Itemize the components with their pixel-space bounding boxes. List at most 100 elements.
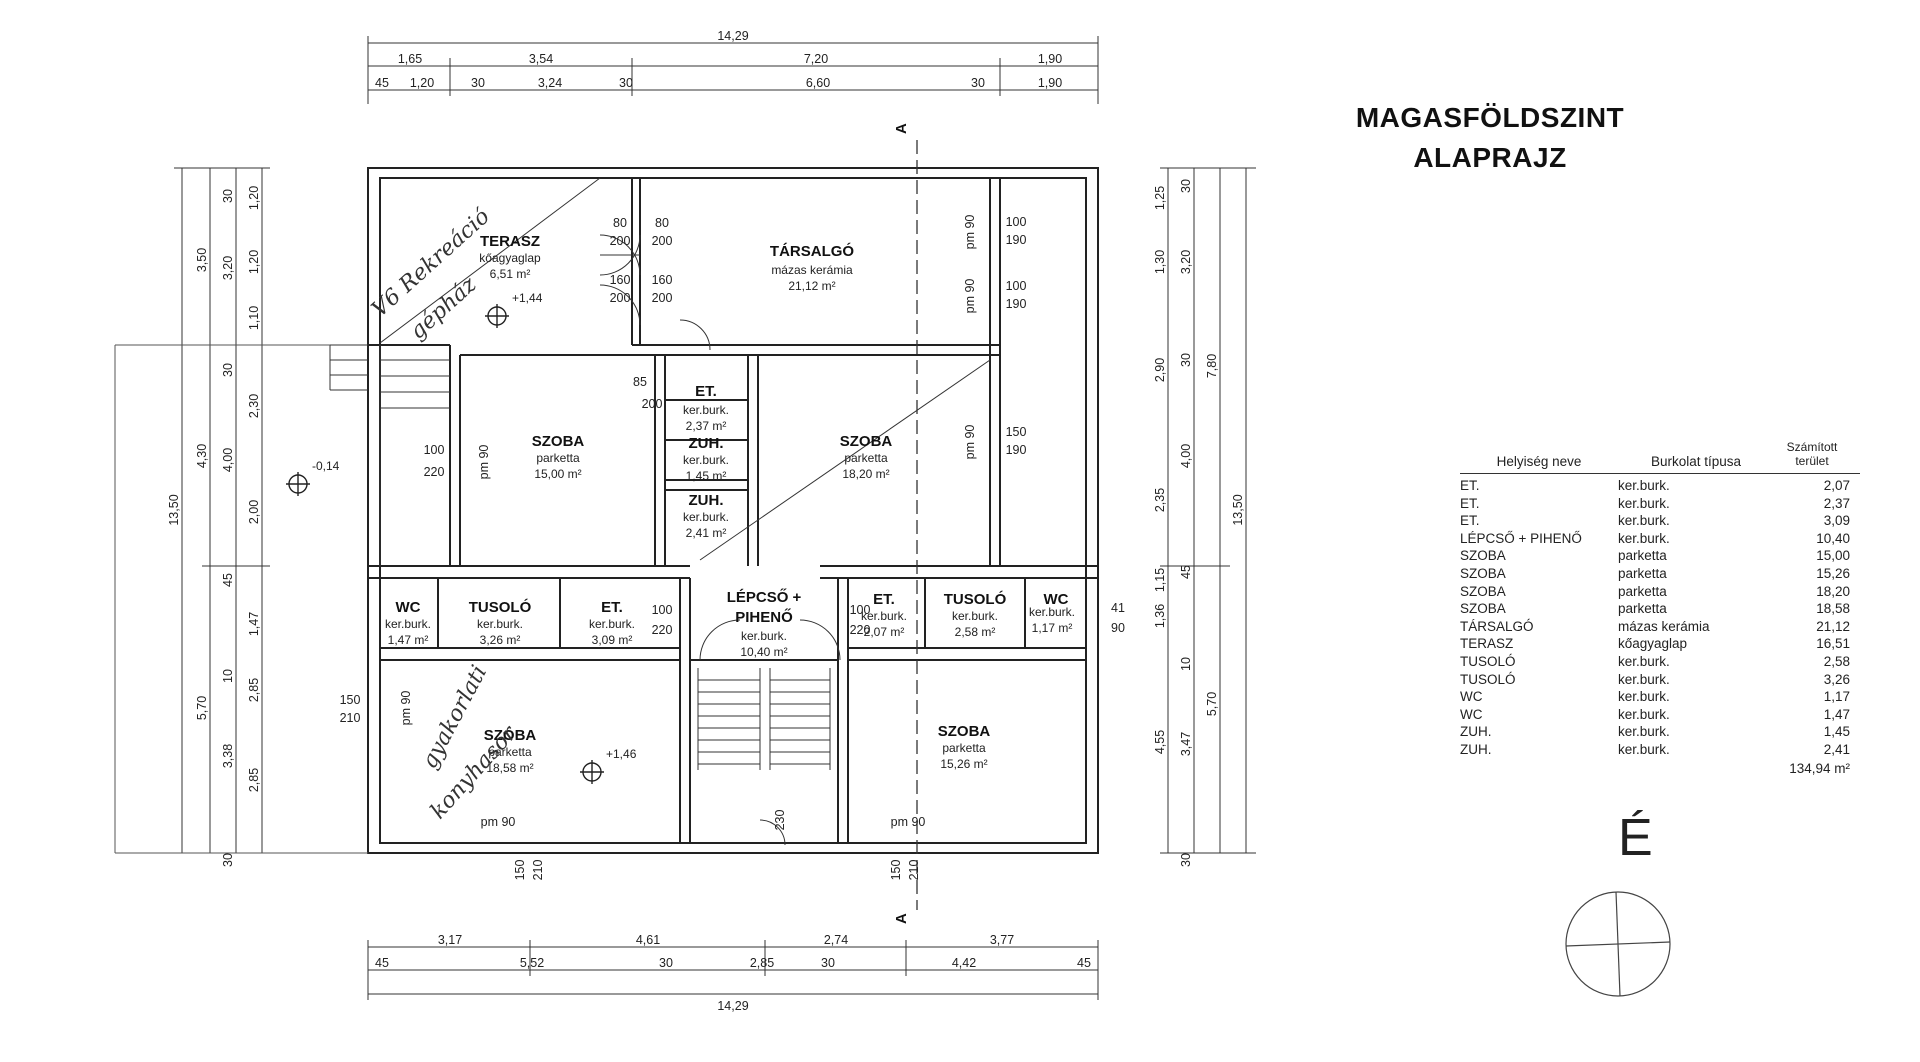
schedule-row: ZUH.ker.burk.1,45 (1460, 723, 1860, 741)
schedule-row: ET.ker.burk.2,07 (1460, 477, 1860, 495)
hatch-diagonals (379, 177, 991, 561)
opening-width: 150 (889, 860, 903, 881)
room-finish: ker.burk. (683, 453, 729, 467)
schedule-cell-area: 2,37 (1823, 495, 1850, 511)
room-name: ET. (601, 599, 623, 616)
room-name: ET. (873, 591, 895, 608)
dim-left-inner: 30 (221, 363, 235, 377)
schedule-cell-name: ZUH. (1460, 741, 1492, 757)
opening-height: 200 (610, 234, 631, 248)
schedule-cell-area: 2,07 (1823, 478, 1850, 493)
site-outline (114, 344, 368, 854)
dim-left-inner: 30 (221, 853, 235, 867)
handwritten-notes: V6 Rekreáció gépház gyakorlati konyhasor (367, 204, 522, 824)
schedule-cell-finish: parketta (1618, 601, 1667, 617)
schedule-cell-finish: ker.burk. (1618, 741, 1670, 757)
schedule-cell-name: ET. (1460, 478, 1480, 493)
schedule-row: ET.ker.burk.2,37 (1460, 495, 1860, 513)
parapet-labels: pm 90 pm 90 pm 90 pm 90 pm 90 pm 90 pm 9… (399, 215, 977, 829)
opening-width: 100 (1006, 279, 1027, 293)
room-finish: ker.burk. (741, 629, 787, 643)
dim-top-row3: 30 (971, 76, 985, 90)
dim-left-inner: 45 (221, 573, 235, 587)
dim-right-inner: 3,47 (1179, 732, 1193, 756)
schedule-cell-area: 1,17 (1823, 689, 1850, 705)
schedule-cell-finish: kőagyaglap (1618, 636, 1688, 652)
room-name: WC (396, 599, 421, 616)
dim-right-inner: 3,20 (1179, 250, 1193, 274)
room-finish: parketta (942, 741, 986, 755)
dim-bottom-row1: 2,74 (824, 933, 848, 947)
opening-height: 190 (1006, 443, 1027, 457)
room-area: 1,45 m² (686, 469, 727, 483)
pm-label: pm 90 (963, 215, 977, 250)
opening-width: 150 (1006, 425, 1027, 439)
schedule-cell-name: LÉPCSŐ + PIHENŐ (1460, 530, 1582, 546)
schedule-cell-name: SZOBA (1460, 548, 1506, 564)
room-name: WC (1044, 591, 1069, 608)
opening-labels: 80 200 80 200 160 200 160 200 100 190 10… (340, 215, 1125, 880)
door-swings (599, 234, 841, 846)
drawing-title-line-2: ALAPRAJZ (1413, 142, 1567, 173)
schedule-cell-name: ET. (1460, 495, 1480, 511)
room-name: SZOBA (532, 433, 585, 450)
level-ground: -0,14 (312, 459, 340, 473)
dim-bottom-row2: 45 (375, 956, 389, 970)
schedule-cell-finish: ker.burk. (1618, 513, 1670, 529)
dim-bottom-row2: 30 (821, 956, 835, 970)
room-labels: TERASZ kőagyaglap 6,51 m² TÁRSALGÓ mázas… (385, 233, 1075, 775)
dim-right-inner2: 1,30 (1153, 250, 1167, 274)
room-finish: ker.burk. (952, 609, 998, 623)
schedule-cell-area: 18,20 (1816, 583, 1850, 599)
opening-height: 210 (531, 860, 545, 881)
pm-label: pm 90 (399, 691, 413, 726)
room-finish: ker.burk. (683, 403, 729, 417)
opening-width: 100 (850, 603, 871, 617)
dim-left-inner: 3,38 (221, 744, 235, 768)
schedule-cell-name: SZOBA (1460, 583, 1506, 599)
schedule-cell-area: 18,58 (1816, 601, 1850, 617)
room-area: 15,00 m² (534, 467, 581, 481)
header-area: Számított terület (1786, 440, 1838, 468)
dim-top-row3: 6,60 (806, 76, 830, 90)
schedule-cell-area: 1,47 (1823, 706, 1850, 722)
schedule-cell-finish: parketta (1618, 548, 1667, 564)
schedule-cell-area: 15,26 (1816, 565, 1850, 581)
dim-right-inner2: 4,55 (1153, 730, 1167, 754)
schedule-cell-area: 3,09 (1823, 513, 1850, 529)
room-finish: ker.burk. (477, 617, 523, 631)
room-finish: parketta (488, 745, 532, 759)
opening-width: 85 (633, 375, 647, 389)
dim-bottom-row2: 30 (659, 956, 673, 970)
room-area: 2,58 m² (955, 625, 996, 639)
dim-bottom-row1: 3,77 (990, 933, 1014, 947)
schedule-row: ZUH.ker.burk.2,41 (1460, 741, 1860, 759)
opening-height: 200 (610, 291, 631, 305)
opening-width: 150 (340, 693, 361, 707)
dim-left-inner2: 2,85 (247, 678, 261, 702)
pm-label: pm 90 (481, 815, 516, 829)
dim-top-row3: 3,24 (538, 76, 562, 90)
opening-height: 220 (652, 623, 673, 637)
opening-height: 200 (652, 234, 673, 248)
dim-right-inner2: 2,35 (1153, 488, 1167, 512)
level-labels: +1,44 -0,14 +1,46 (312, 291, 637, 761)
dim-right-inner2: 1,25 (1153, 186, 1167, 210)
schedule-cell-finish: ker.burk. (1618, 653, 1670, 669)
dim-right-inner: 30 (1179, 353, 1193, 367)
room-area: 2,07 m² (864, 625, 905, 639)
dim-bottom-row2: 2,85 (750, 956, 774, 970)
opening-width: 150 (513, 860, 527, 881)
dim-left-inner: 30 (221, 189, 235, 203)
dim-right-inner: 30 (1179, 853, 1193, 867)
dim-bottom-row2: 5,52 (520, 956, 544, 970)
dim-right-inner2: 1,15 (1153, 568, 1167, 592)
opening-width: 100 (1006, 215, 1027, 229)
dim-bottom-row2: 45 (1077, 956, 1091, 970)
schedule-cell-area: 15,00 (1816, 548, 1850, 564)
opening-height: 190 (1006, 297, 1027, 311)
